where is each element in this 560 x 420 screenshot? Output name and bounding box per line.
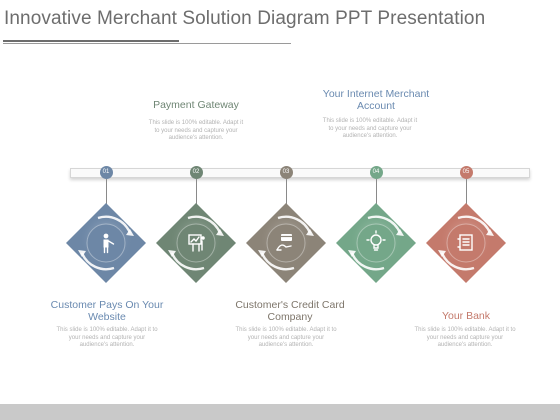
step-5-description: This slide is 100% editable. Adapt it to… [414,327,516,348]
step-1-number: 01 [99,166,113,179]
step-3-connector [285,179,287,205]
step-3-diamond [246,203,326,283]
step-1-connector [105,179,107,205]
timeline-bar [70,168,530,178]
step-5-number: 05 [459,166,473,179]
person-pointing-icon [103,233,115,254]
step-2-number: 02 [189,166,203,179]
title-underline-thick [3,40,179,42]
slide-title: Innovative Merchant Solution Diagram PPT… [4,8,486,29]
step-4-diamond [336,203,416,283]
step-1-description: This slide is 100% editable. Adapt it to… [56,327,158,348]
step-3-label: Customer's Credit Card Company [235,299,345,323]
step-2-connector [195,179,197,205]
lightbulb-icon [366,230,386,251]
step-2-description: This slide is 100% editable. Adapt it to… [148,120,244,141]
step-2-label: Payment Gateway [153,99,239,111]
step-1-diamond [66,203,146,283]
document-box-icon [457,234,473,251]
step-4-connector [375,179,377,205]
step-5-diamond [426,203,506,283]
step-5-connector [465,179,467,205]
presentation-board-icon [188,234,205,252]
bottom-bar [0,404,560,420]
step-3-description: This slide is 100% editable. Adapt it to… [235,327,337,348]
step-3-number: 03 [279,166,293,179]
credit-card-hand-icon [276,234,292,251]
step-4-number: 04 [369,166,383,179]
step-4-description: This slide is 100% editable. Adapt it to… [322,118,418,139]
title-underline-thin [3,43,291,44]
step-4-label: Your Internet Merchant Account [322,88,430,112]
step-5-label: Your Bank [441,310,491,322]
step-1-label: Customer Pays On Your Website [50,299,164,323]
step-2-diamond [156,203,236,283]
